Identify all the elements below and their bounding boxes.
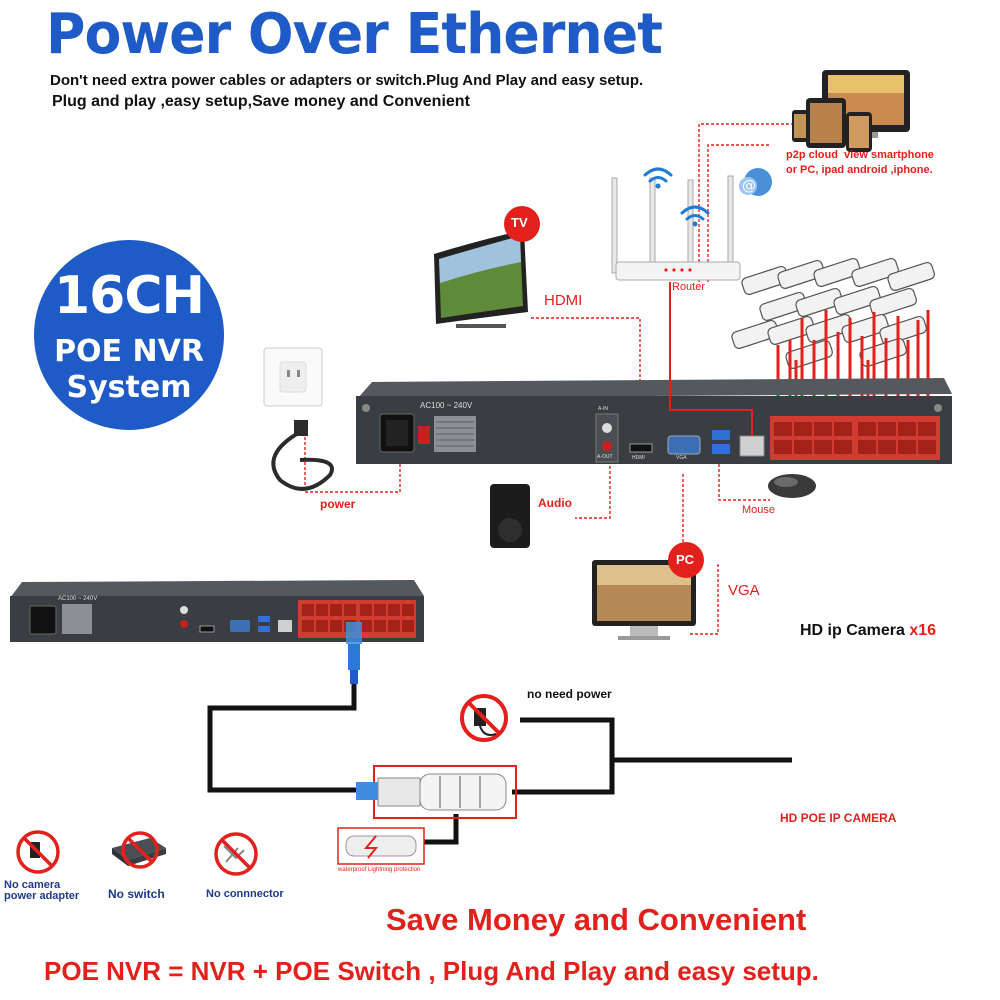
no-adapter-label: No camera power adapter: [4, 879, 80, 902]
tv-badge: TV: [511, 215, 528, 230]
subtitle-line-2: Plug and play ,easy setup,Save money and…: [52, 93, 470, 110]
router-label: Router: [672, 281, 706, 293]
tv-badge-bg: [504, 206, 540, 242]
camera-count: x16: [909, 622, 937, 639]
footer-line-2: POE NVR = NVR + POE Switch , Plug And Pl…: [44, 956, 819, 986]
no-adapter-icon: [460, 694, 508, 742]
footer-line-1: Save Money and Convenient: [386, 902, 807, 937]
mouse-label: Mouse: [742, 504, 776, 516]
nvr-port-hdmi: HDMI: [632, 455, 645, 461]
badge-line-3: System: [66, 370, 192, 405]
waterproof-label: waterproof Lightning protection: [338, 867, 421, 873]
rj45-plug-icon: [346, 622, 362, 684]
no-connector-icon: [214, 832, 258, 876]
hdmi-label: HDMI: [544, 292, 583, 309]
nvr-port-aout: A-OUT: [597, 454, 613, 460]
svg-text:@: @: [742, 178, 756, 194]
subtitle-line-1: Don't need extra power cables or adapter…: [50, 72, 644, 89]
no-adapter-icon: [16, 830, 60, 874]
pc-badge: PC: [676, 552, 695, 567]
pc-monitor-icon: [592, 560, 696, 640]
cloud-icon: @: [739, 168, 772, 196]
cloud-view-label: p2p cloud view smartphone or PC, ipad an…: [786, 149, 934, 176]
nvr2-ac-label: AC100 ~ 240V: [58, 596, 98, 602]
audio-label: Audio: [538, 496, 572, 510]
no-switch-icon: [112, 831, 166, 869]
nvr-port-vga: VGA: [676, 455, 687, 461]
hd-poe-camera-label: HD POE IP CAMERA: [780, 811, 897, 825]
power-socket-icon: [263, 347, 323, 407]
no-connector-label: No connnector: [206, 888, 284, 900]
devices-icon: [792, 70, 910, 152]
system-badge: 16CH POE NVR System: [34, 240, 224, 430]
nvr-port-ain: A-IN: [598, 406, 608, 412]
mouse-icon: [768, 474, 816, 498]
nvr-ac-label: AC100 ~ 240V: [420, 401, 473, 410]
page-title: Power Over Ethernet: [46, 2, 663, 67]
camera-count-label: HD ip Camera x16: [800, 622, 936, 640]
no-need-power-label: no need power: [527, 687, 612, 701]
speaker-icon: [490, 484, 530, 548]
camera-icon: [731, 257, 935, 369]
power-cord-icon: [271, 430, 334, 491]
vga-label: VGA: [728, 582, 760, 599]
badge-line-1: 16CH: [53, 266, 205, 326]
pc-badge-bg: [668, 542, 704, 578]
tv-icon: [434, 230, 528, 328]
camera-label-text: HD ip Camera: [800, 622, 905, 639]
nvr-icon: [356, 378, 952, 464]
power-label: power: [320, 497, 356, 511]
badge-line-2: POE NVR: [54, 334, 204, 369]
router-icon: [611, 175, 741, 281]
rj45-plug-icon: [356, 773, 507, 811]
no-switch-label: No switch: [108, 887, 165, 901]
wifi-icon: [643, 167, 710, 221]
